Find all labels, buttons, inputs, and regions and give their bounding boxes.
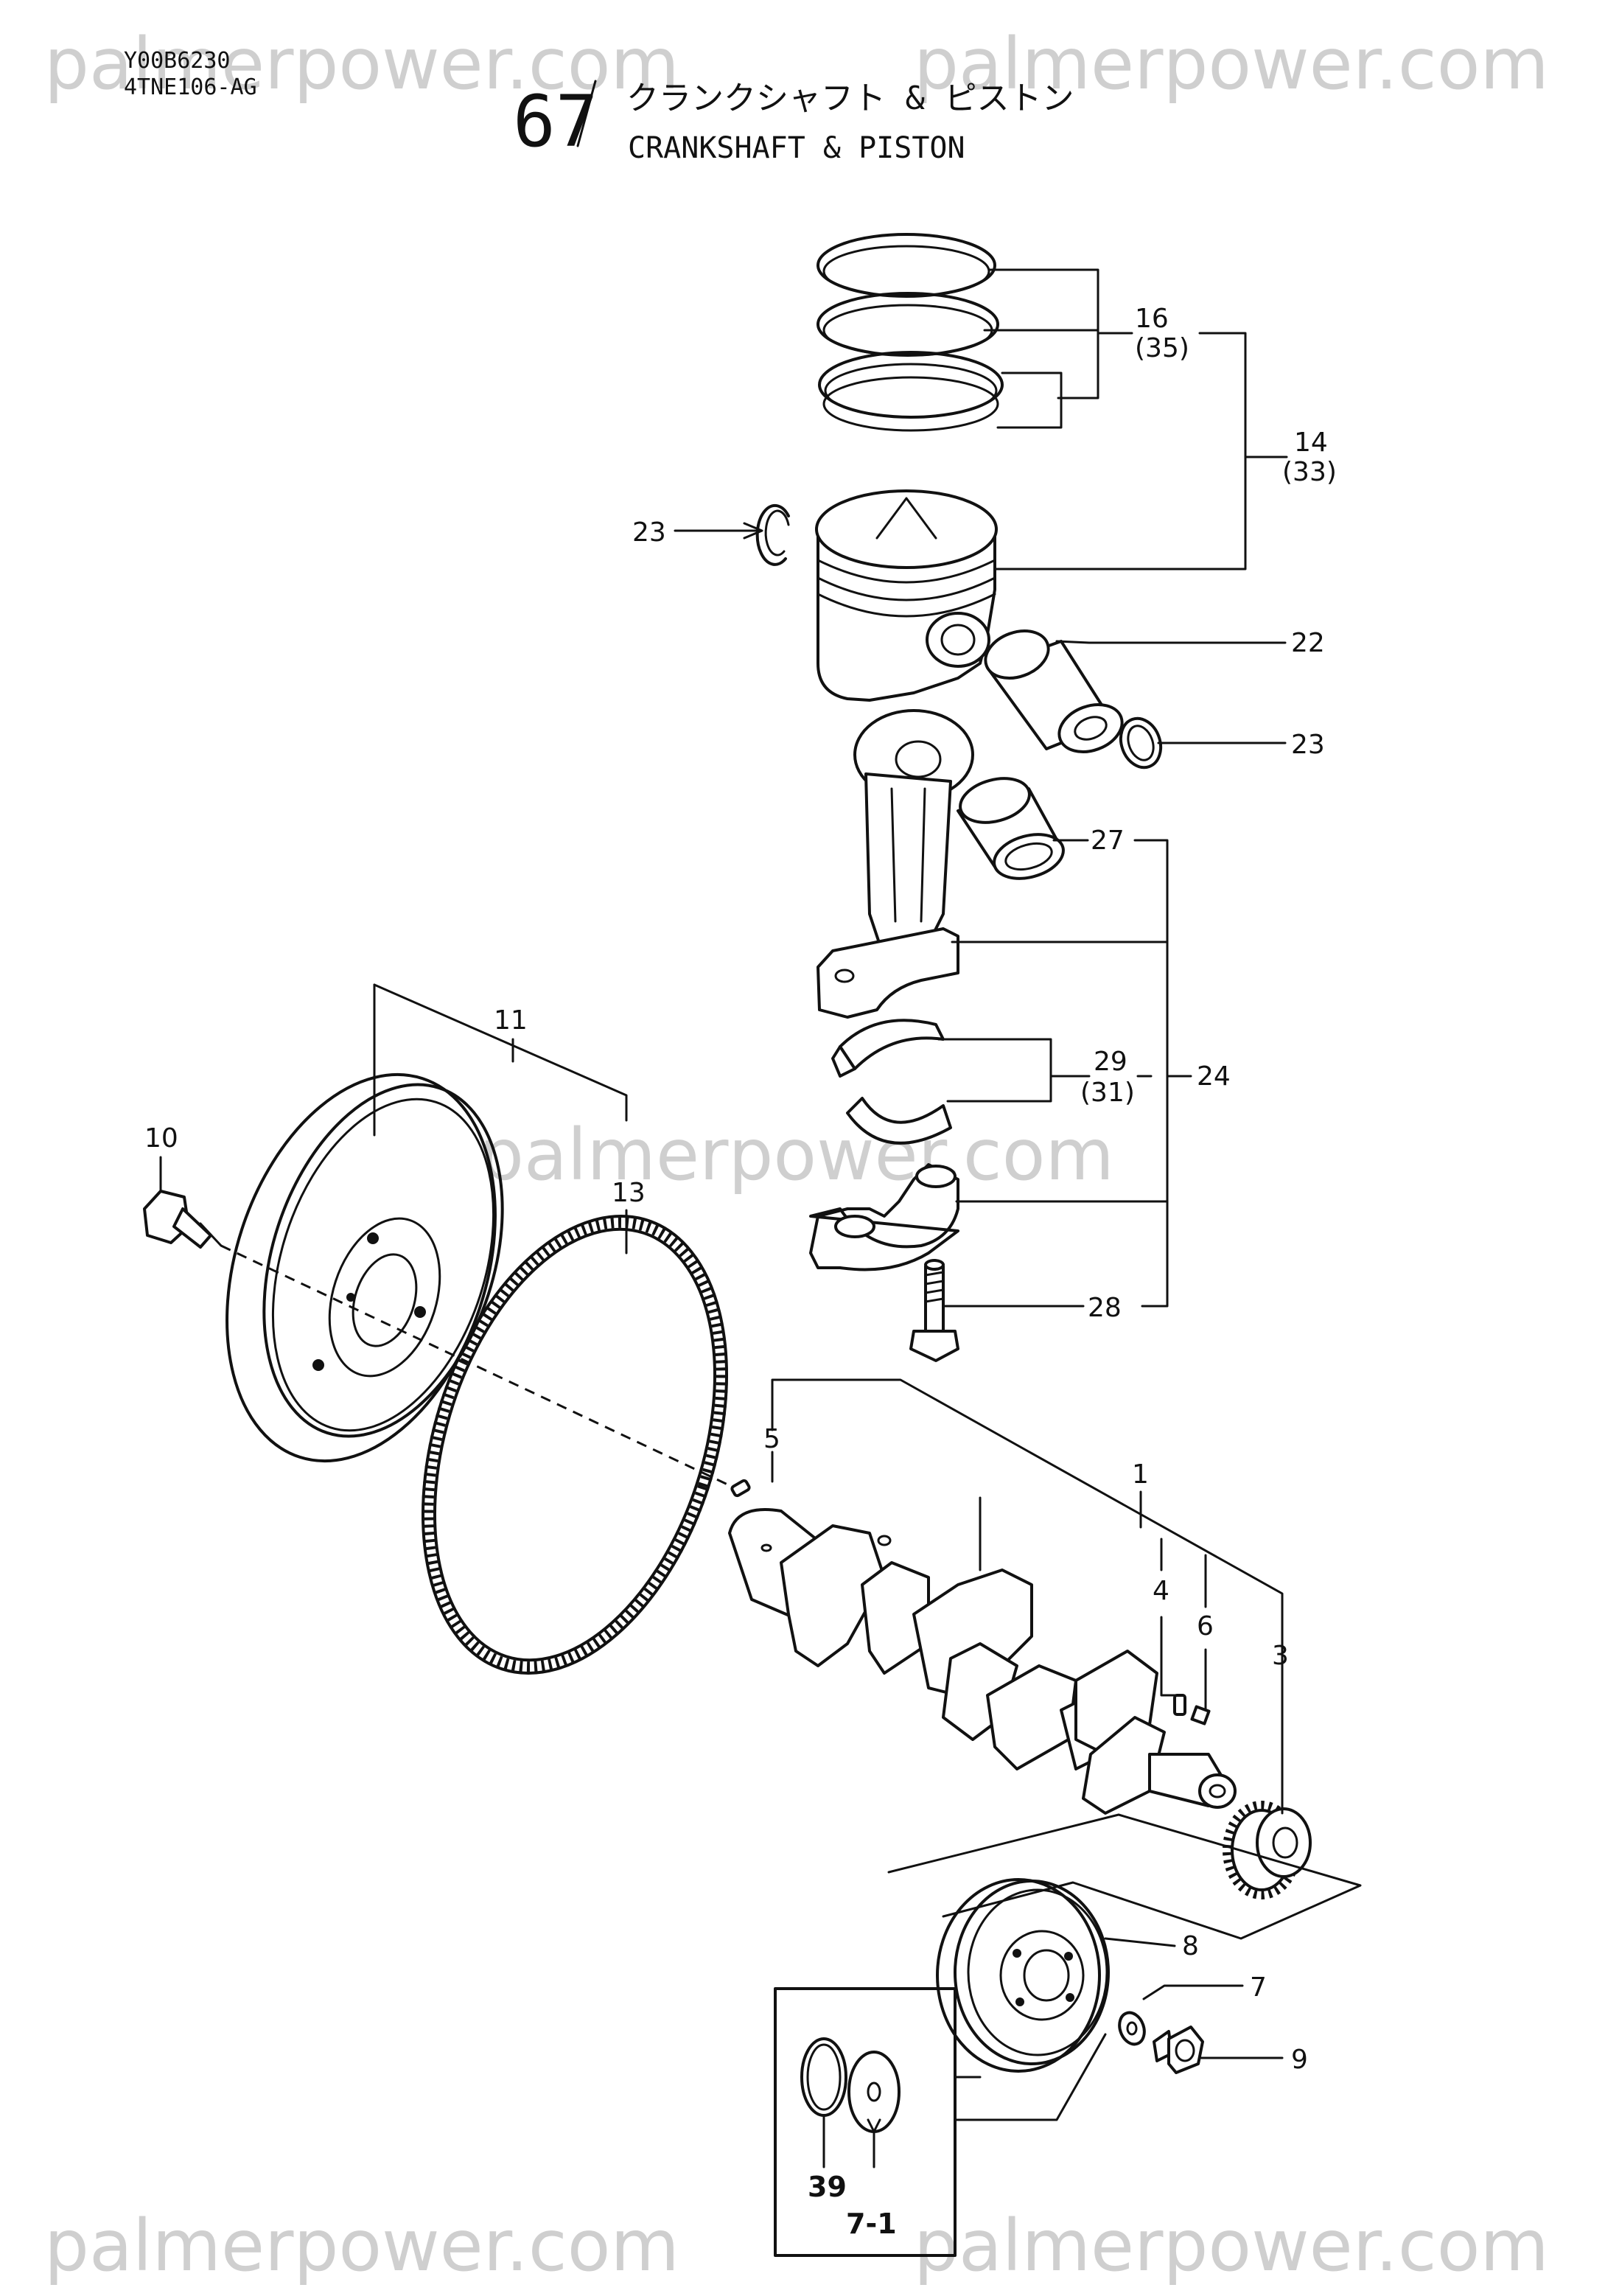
label-29: 29 bbox=[1094, 1047, 1127, 1077]
crank-pulley bbox=[936, 1878, 1110, 2073]
piston-pin-boss bbox=[926, 612, 990, 668]
ring-gear bbox=[422, 1215, 728, 1675]
pulley-bolt bbox=[1153, 2025, 1204, 2074]
flywheel-bolt bbox=[143, 1190, 738, 1490]
label-16: 16 bbox=[1135, 304, 1169, 334]
watermark-center: palmerpower.com bbox=[479, 1114, 1114, 1196]
watermark-top-left: palmerpower.com bbox=[44, 23, 679, 105]
part-labels: 16 (35) 14 (33) 23 22 23 27 29 (31) 24 2… bbox=[144, 304, 1337, 2240]
crankshaft bbox=[728, 1508, 1237, 1815]
piston-pin bbox=[984, 629, 1124, 753]
label-11: 11 bbox=[494, 1005, 528, 1036]
rod-bolt bbox=[909, 1259, 959, 1362]
label-23-right: 23 bbox=[1291, 730, 1325, 760]
inset-box bbox=[774, 1987, 957, 2257]
label-23-left: 23 bbox=[632, 517, 666, 548]
connecting-rod bbox=[817, 709, 974, 1019]
title-english: CRANKSHAFT & PISTON bbox=[628, 131, 965, 165]
label-22: 22 bbox=[1291, 628, 1325, 658]
flywheel bbox=[225, 1072, 504, 1463]
label-7: 7 bbox=[1250, 1972, 1267, 2003]
circlip-left bbox=[755, 503, 790, 566]
watermarks: palmerpower.com palmerpower.com palmerpo… bbox=[44, 23, 1549, 2287]
woodruff-key bbox=[1173, 1694, 1186, 1716]
label-6: 6 bbox=[1197, 1611, 1214, 1641]
piston-crown bbox=[815, 489, 998, 569]
leader-lines bbox=[159, 268, 1362, 2168]
rod-cap bbox=[809, 1163, 959, 1271]
label-1: 1 bbox=[1132, 1459, 1149, 1490]
engine-model: 4TNE106-AG bbox=[124, 74, 257, 100]
inset-washer bbox=[847, 2051, 901, 2133]
label-24: 24 bbox=[1197, 1061, 1231, 1092]
label-3: 3 bbox=[1272, 1641, 1289, 1671]
catalog-code: Y00B6230 bbox=[124, 48, 231, 74]
title-japanese: クランクシャフト & ピストン bbox=[626, 80, 1074, 117]
dowel-pin bbox=[730, 1479, 751, 1498]
pulley-washer bbox=[1118, 2011, 1146, 2046]
circlip-right bbox=[1119, 716, 1163, 770]
label-31: (31) bbox=[1080, 1078, 1135, 1108]
label-5: 5 bbox=[763, 1424, 780, 1454]
label-39: 39 bbox=[808, 2171, 847, 2203]
key-pin bbox=[1190, 1705, 1211, 1726]
label-27: 27 bbox=[1091, 826, 1125, 856]
piston-rings bbox=[817, 233, 1004, 432]
rod-bearing-upper bbox=[831, 1019, 945, 1078]
piston bbox=[815, 489, 998, 702]
label-10: 10 bbox=[144, 1123, 178, 1154]
ring-gear-teeth bbox=[422, 1215, 728, 1674]
label-33: (33) bbox=[1282, 457, 1337, 487]
watermark-bottom-left: palmerpower.com bbox=[44, 2205, 679, 2287]
label-28: 28 bbox=[1088, 1293, 1122, 1323]
label-7-1: 7-1 bbox=[846, 2208, 897, 2240]
header: Y00B6230 4TNE106-AG 67 クランクシャフト & ピストン C… bbox=[124, 48, 1074, 165]
label-4: 4 bbox=[1153, 1576, 1169, 1606]
watermark-top-right: palmerpower.com bbox=[914, 23, 1549, 105]
rod-big-end-upper bbox=[817, 927, 959, 1019]
label-13: 13 bbox=[612, 1178, 646, 1208]
label-35: (35) bbox=[1135, 333, 1189, 363]
page-number-slash bbox=[576, 80, 597, 147]
label-14: 14 bbox=[1294, 428, 1328, 458]
label-8: 8 bbox=[1182, 1931, 1199, 1961]
watermark-bottom-right: palmerpower.com bbox=[914, 2205, 1549, 2287]
piston-combustion-bowl bbox=[875, 497, 937, 540]
label-9: 9 bbox=[1291, 2045, 1308, 2075]
small-end-bushing bbox=[957, 777, 1065, 880]
rod-bearing-lower bbox=[846, 1097, 952, 1145]
